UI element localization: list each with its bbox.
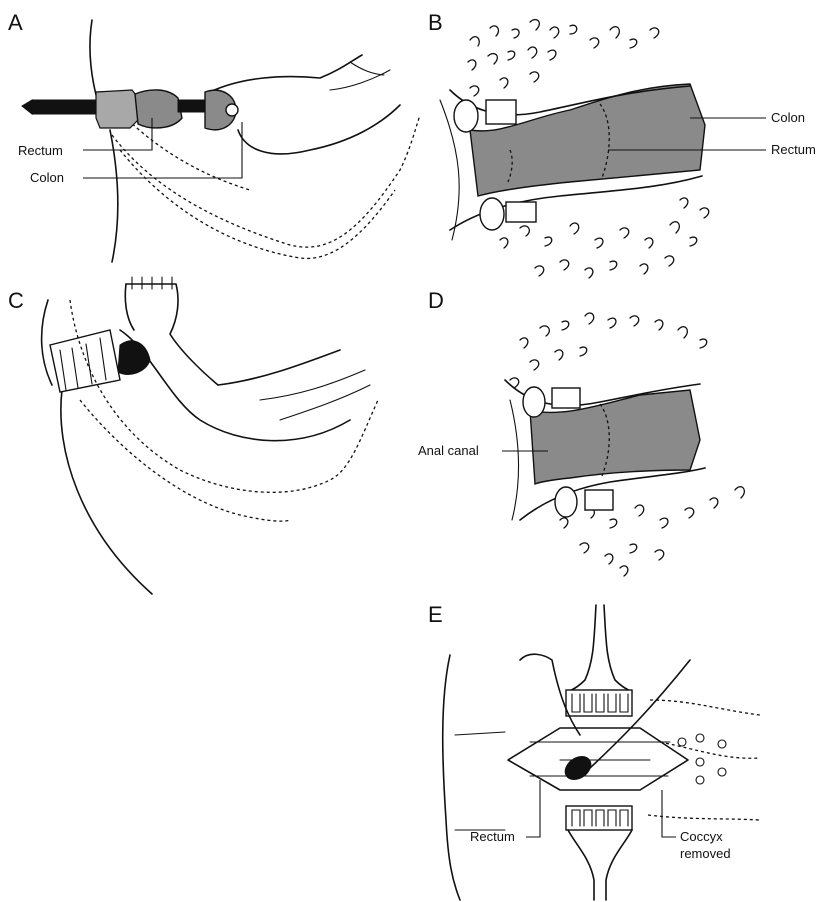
panel-b-sphincter-upper xyxy=(486,100,516,124)
panel-c-sacral-line xyxy=(61,390,152,594)
panel-e-retractor-bottom-handle xyxy=(568,830,594,900)
panel-e-dark-opening xyxy=(561,752,595,784)
panel-c-staple-line xyxy=(132,277,172,289)
panel-b-sphincter-upper-2 xyxy=(454,100,478,132)
panel-e-body-lines xyxy=(455,732,505,830)
panel-b-rectum-label: Rectum xyxy=(771,142,816,157)
panel-c-dashed-mesentery xyxy=(70,300,378,492)
panel-a-stapler-rod xyxy=(178,100,208,112)
panel-d-fat-upper xyxy=(510,313,707,388)
panel-c-opening xyxy=(118,341,150,374)
panel-b-colon-label: Colon xyxy=(771,110,805,125)
panel-a-dashed-mesentery-2 xyxy=(120,150,395,258)
panel-e-incision xyxy=(508,728,688,790)
panel-a-stapler-shaft xyxy=(32,100,102,114)
panel-e-letter: E xyxy=(428,602,443,627)
panel-e-coccyx-label-1: Coccyx xyxy=(680,829,723,844)
panel-e-dot-3 xyxy=(718,740,726,748)
panel-e-rectum-leader xyxy=(526,780,540,837)
panel-a-colon-fold-2 xyxy=(350,62,384,75)
panel-c-body-outline xyxy=(42,300,52,385)
panel-c-pouch-left xyxy=(125,284,134,330)
panel-a-stapler-head xyxy=(135,90,182,128)
panel-e-retractor-top-handle xyxy=(568,605,596,692)
panel-a-rectum-stump xyxy=(96,90,140,128)
panel-a-dashed-mesentery xyxy=(112,115,420,247)
panel-e-body-left xyxy=(443,655,460,900)
panel-a-anvil-cap xyxy=(226,104,238,116)
panel-a-colon-lower xyxy=(238,105,400,154)
panel-a-body-outline xyxy=(90,20,96,95)
panel-a-colon-fold xyxy=(330,70,390,90)
panel-e-rectum-label: Rectum xyxy=(470,829,515,844)
panel-e-retractor-top-handle-2 xyxy=(604,605,632,692)
panel-e-coccyx-label-2: removed xyxy=(680,846,731,861)
panel-c: C xyxy=(8,277,378,594)
panel-e-dot-2 xyxy=(696,734,704,742)
panel-e-dot-4 xyxy=(696,758,704,766)
panel-a-stapler-tip xyxy=(22,100,32,114)
panel-e: E Rectum Coccyx removed xyxy=(428,602,760,900)
panel-d-letter: D xyxy=(428,288,444,313)
panel-a-colon-label: Colon xyxy=(30,170,64,185)
panel-d-sphincter-lower xyxy=(585,490,613,510)
panel-e-retractor-bottom-handle-2 xyxy=(606,830,632,900)
panel-a-dashed-mesentery-3 xyxy=(128,120,250,190)
panel-c-letter: C xyxy=(8,288,24,313)
panel-b-sphincter-lower-2 xyxy=(480,198,504,230)
panel-b-fat-upper xyxy=(468,20,659,96)
panel-a-letter: A xyxy=(8,10,23,35)
panel-c-colon-lower xyxy=(120,330,350,441)
panel-e-coccyx-leader xyxy=(662,790,676,837)
panel-b: B Colon Rectum xyxy=(428,10,816,278)
panel-e-dot-5 xyxy=(718,768,726,776)
panel-a-rectum-label: Rectum xyxy=(18,143,63,158)
panel-c-dashed-mesentery-2 xyxy=(80,400,290,521)
panel-d-skin xyxy=(510,400,519,520)
panel-e-dot-1 xyxy=(678,738,686,746)
panel-a: A Rectum Colon xyxy=(8,10,420,262)
panel-c-rectal-stump xyxy=(50,330,120,392)
panel-c-colon-folds xyxy=(260,370,370,420)
panel-d: D Anal canal xyxy=(418,288,744,576)
panel-c-colon-upper xyxy=(218,350,340,385)
panel-d-anal-canal-label: Anal canal xyxy=(418,443,479,458)
panel-e-dot-6 xyxy=(696,776,704,784)
panel-d-sphincter-lower-2 xyxy=(555,487,577,517)
panel-d-sphincter-upper-2 xyxy=(523,387,545,417)
panel-d-sphincter-upper xyxy=(552,388,580,408)
panel-b-letter: B xyxy=(428,10,443,35)
panel-a-colon-upper xyxy=(210,55,362,92)
panel-b-sphincter-lower xyxy=(506,202,536,222)
